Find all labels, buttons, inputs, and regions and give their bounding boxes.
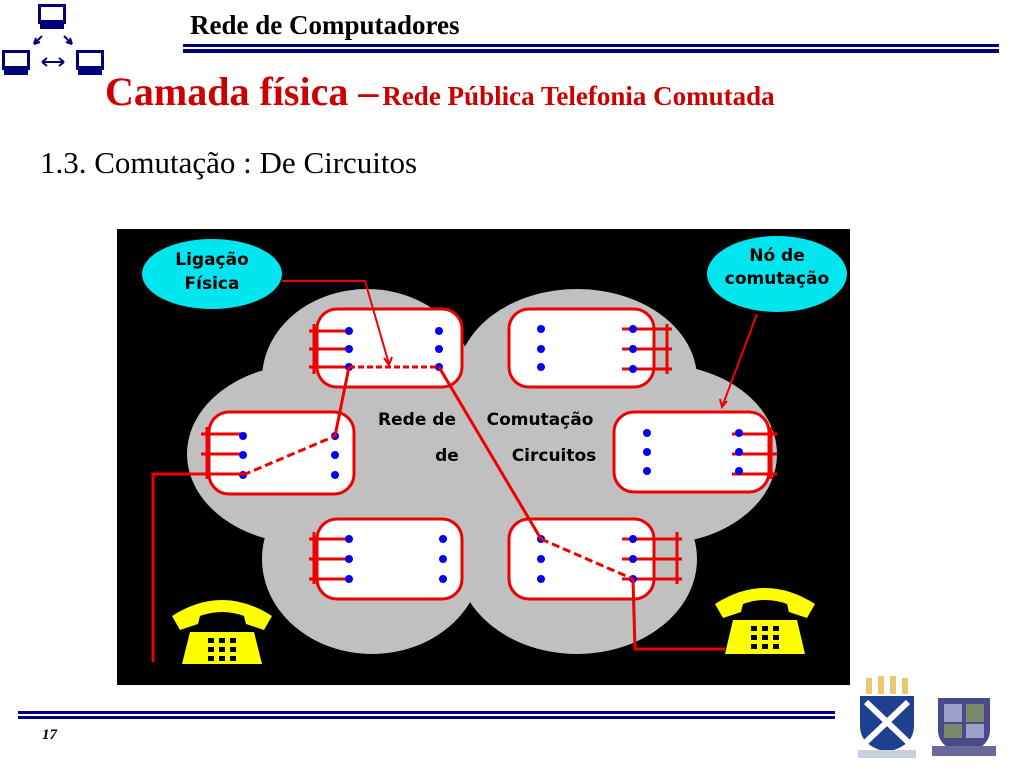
slide-title-sub: Rede Pública Telefonia Comutada — [382, 81, 775, 111]
faculty-crest-logo — [932, 698, 996, 756]
header-rule — [183, 44, 999, 53]
center-label-left-1: Rede de — [378, 410, 456, 430]
slide-title-main: Camada física – — [105, 69, 379, 114]
switch-node — [612, 410, 771, 494]
callout-leaders — [282, 280, 758, 410]
center-label-right-2: Circuitos — [512, 446, 597, 466]
circuit-path — [151, 365, 725, 662]
circuit-switching-diagram: Ligação Física Nó de comutação Rede de d… — [117, 229, 850, 685]
bullet-text: 1.3. Comutação : De Circuitos — [40, 145, 418, 180]
center-label-right-1: Comutação — [487, 410, 594, 430]
slide-title: Camada física – Rede Pública Telefonia C… — [105, 68, 775, 115]
callout-left-line-1: Ligação — [175, 250, 249, 270]
network-computers-icon — [2, 4, 104, 75]
header-title: Rede de Computadores — [190, 10, 460, 40]
node-port-lines — [201, 324, 777, 584]
page-number: 17 — [42, 727, 57, 743]
callout-right-line-2: comutação — [725, 269, 829, 289]
center-label-left-2: de — [435, 446, 459, 466]
telephone-icon — [715, 588, 815, 654]
footer-rule — [18, 711, 835, 719]
callout-physical-link — [142, 239, 282, 309]
callout-switch-node — [707, 236, 847, 312]
callout-right-line-1: Nó de — [749, 246, 805, 266]
callout-left-line-2: Física — [185, 274, 240, 294]
university-crest-logo — [858, 676, 916, 758]
telephone-icon — [172, 600, 272, 664]
